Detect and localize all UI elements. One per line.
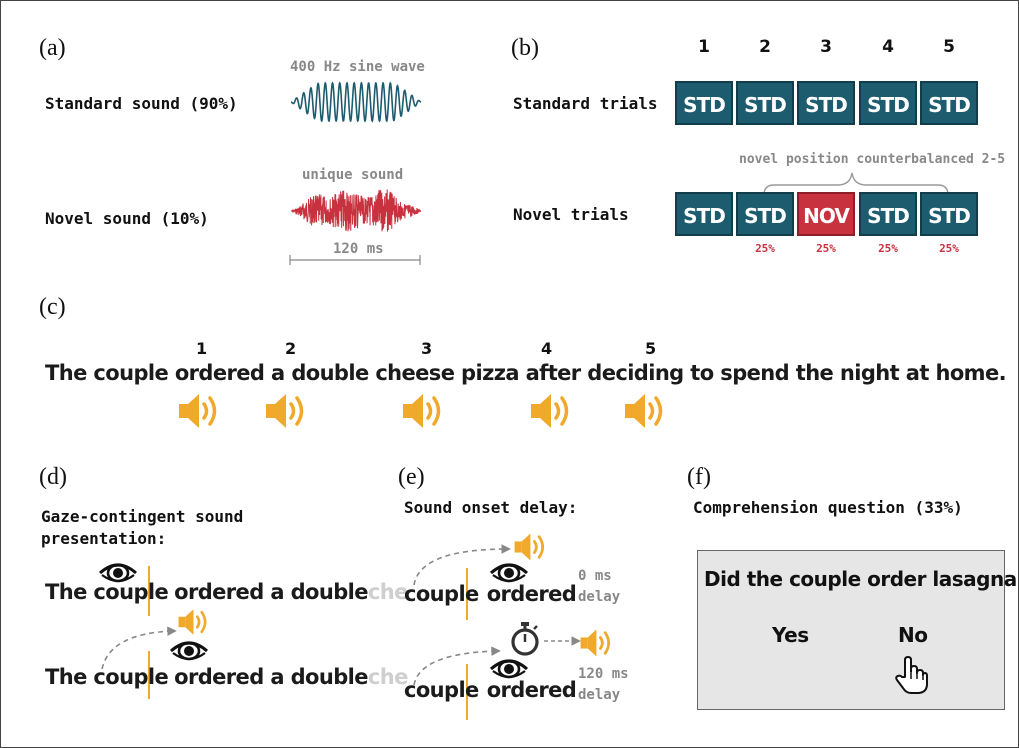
gaze-arrow bbox=[413, 646, 501, 686]
panel-c-label: (c) bbox=[39, 294, 66, 320]
std-box: STD bbox=[920, 192, 978, 236]
speaker-icon bbox=[623, 391, 671, 431]
example-sentence: The couple ordered a double cheese pizza… bbox=[45, 361, 1007, 385]
gaze-boundary-line bbox=[148, 651, 150, 699]
delay-value: 120 ms bbox=[578, 666, 629, 682]
speaker-icon bbox=[177, 607, 213, 637]
position-number: 5 bbox=[943, 37, 955, 57]
gaze-arrow bbox=[413, 544, 511, 586]
eye-icon bbox=[169, 639, 209, 663]
duration-scale-bar bbox=[289, 255, 421, 265]
word-number: 5 bbox=[645, 339, 657, 358]
comprehension-question: Did the couple order lasagna? bbox=[704, 567, 1019, 591]
position-number: 3 bbox=[820, 37, 832, 57]
panel-f-title: Comprehension question (33%) bbox=[693, 498, 963, 517]
speaker-icon bbox=[401, 391, 449, 431]
sine-wave-caption: 400 Hz sine wave bbox=[290, 59, 425, 75]
hand-pointer-icon bbox=[895, 656, 928, 694]
panel-d-label: (d) bbox=[39, 464, 67, 490]
novel-sound-label: Novel sound (10%) bbox=[45, 209, 209, 228]
nov-box: NOV bbox=[797, 192, 855, 236]
percentage-label: 25% bbox=[755, 242, 775, 255]
question-screen: Did the couple order lasagna? Yes No bbox=[697, 550, 1018, 710]
std-box: STD bbox=[797, 81, 855, 125]
percentage-label: 25% bbox=[878, 242, 898, 255]
speaker-icon bbox=[513, 531, 551, 563]
gaze-boundary-line bbox=[466, 568, 468, 620]
delay-word: delay bbox=[578, 687, 621, 703]
gaze-arrow bbox=[101, 626, 177, 670]
counterbalance-note: novel position counterbalanced 2-5 bbox=[739, 152, 1006, 167]
word-number: 2 bbox=[285, 339, 297, 358]
percentage-label: 25% bbox=[816, 242, 836, 255]
delay-word: delay bbox=[578, 589, 621, 605]
duration-label: 120 ms bbox=[331, 241, 386, 257]
standard-trials-label: Standard trials bbox=[513, 94, 658, 113]
speaker-icon bbox=[264, 391, 312, 431]
std-box: STD bbox=[736, 81, 794, 125]
std-box: STD bbox=[859, 81, 917, 125]
word-number: 4 bbox=[541, 339, 553, 358]
std-box: STD bbox=[675, 81, 733, 125]
position-number: 4 bbox=[882, 37, 894, 57]
panel-f-label: (f) bbox=[687, 464, 711, 490]
position-number: 1 bbox=[698, 37, 710, 57]
position-number: 2 bbox=[759, 37, 771, 57]
novel-waveform bbox=[290, 189, 422, 232]
panel-e-label: (e) bbox=[398, 464, 425, 490]
standard-sound-label: Standard sound (90%) bbox=[45, 94, 238, 113]
panel-d-title-line1: Gaze-contingent sound bbox=[41, 507, 244, 526]
std-box: STD bbox=[920, 81, 978, 125]
counterbalance-brace bbox=[763, 172, 949, 196]
word-number: 3 bbox=[421, 339, 433, 358]
speaker-icon bbox=[579, 627, 617, 659]
sine-waveform bbox=[290, 81, 422, 123]
panel-b-label: (b) bbox=[511, 35, 539, 61]
panel-d-title-line2: presentation: bbox=[41, 529, 167, 548]
unique-sound-caption: unique sound bbox=[302, 167, 404, 183]
delay-value: 0 ms bbox=[578, 568, 612, 584]
panel-e-title: Sound onset delay: bbox=[404, 498, 578, 517]
std-box: STD bbox=[675, 192, 733, 236]
yes-option[interactable]: Yes bbox=[772, 623, 809, 647]
gaze-boundary-line bbox=[148, 566, 150, 616]
delay-arrow bbox=[544, 636, 581, 646]
panel-a-label: (a) bbox=[39, 35, 66, 61]
stopwatch-icon bbox=[511, 622, 539, 656]
speaker-icon bbox=[529, 391, 577, 431]
speaker-icon bbox=[177, 391, 225, 431]
no-option[interactable]: No bbox=[898, 623, 928, 647]
std-box: STD bbox=[859, 192, 917, 236]
gaze-boundary-line bbox=[466, 664, 468, 720]
word-number: 1 bbox=[196, 339, 208, 358]
std-box: STD bbox=[736, 192, 794, 236]
novel-trials-label: Novel trials bbox=[513, 205, 629, 224]
percentage-label: 25% bbox=[939, 242, 959, 255]
